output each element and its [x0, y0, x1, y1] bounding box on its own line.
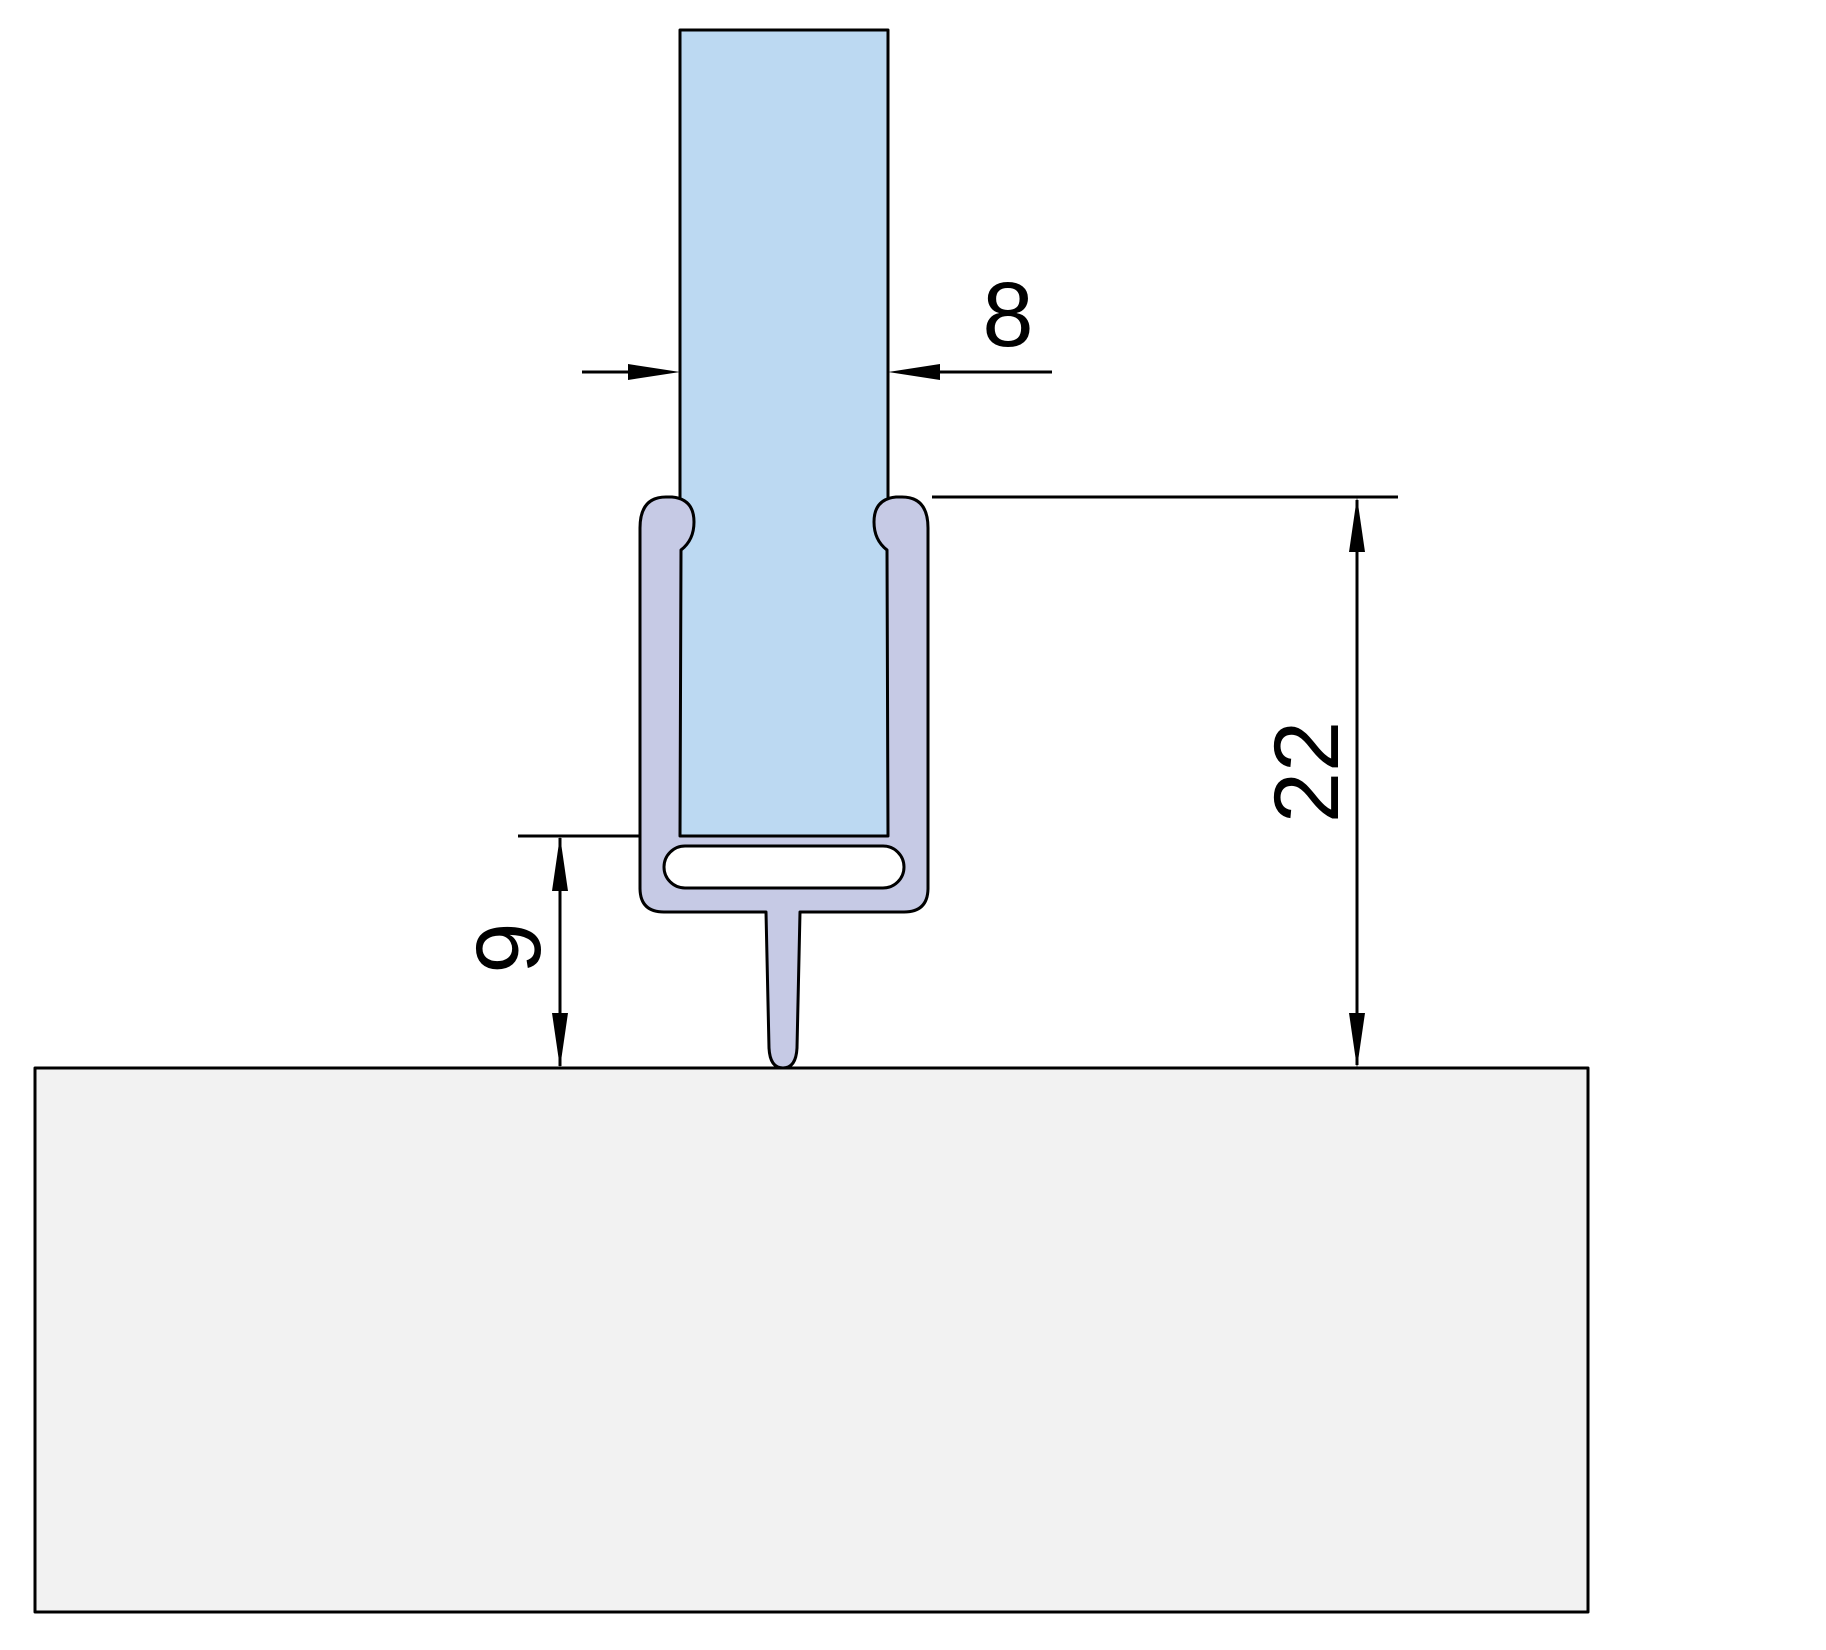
- arrowhead-up-icon: [1349, 497, 1365, 552]
- bottom-gap-label: 9: [458, 922, 560, 973]
- dimension-glass-thickness: 8: [582, 264, 1052, 380]
- dimension-bottom-gap: 9: [458, 834, 640, 1068]
- arrowhead-right-icon: [628, 364, 680, 380]
- arrowhead-down-icon: [552, 1013, 568, 1068]
- floor-slab: [33, 1066, 1590, 1614]
- arrowhead-down-icon: [1349, 1013, 1365, 1068]
- profile-height-label: 22: [1256, 721, 1358, 823]
- seal-profile: [638, 495, 930, 1070]
- dimension-profile-height: 22: [932, 495, 1398, 1068]
- glass-thickness-label: 8: [982, 264, 1033, 366]
- arrowhead-up-icon: [552, 836, 568, 891]
- seal-drainage-slot: [662, 844, 906, 890]
- arrowhead-left-icon: [888, 364, 940, 380]
- glass-panel: [678, 28, 890, 838]
